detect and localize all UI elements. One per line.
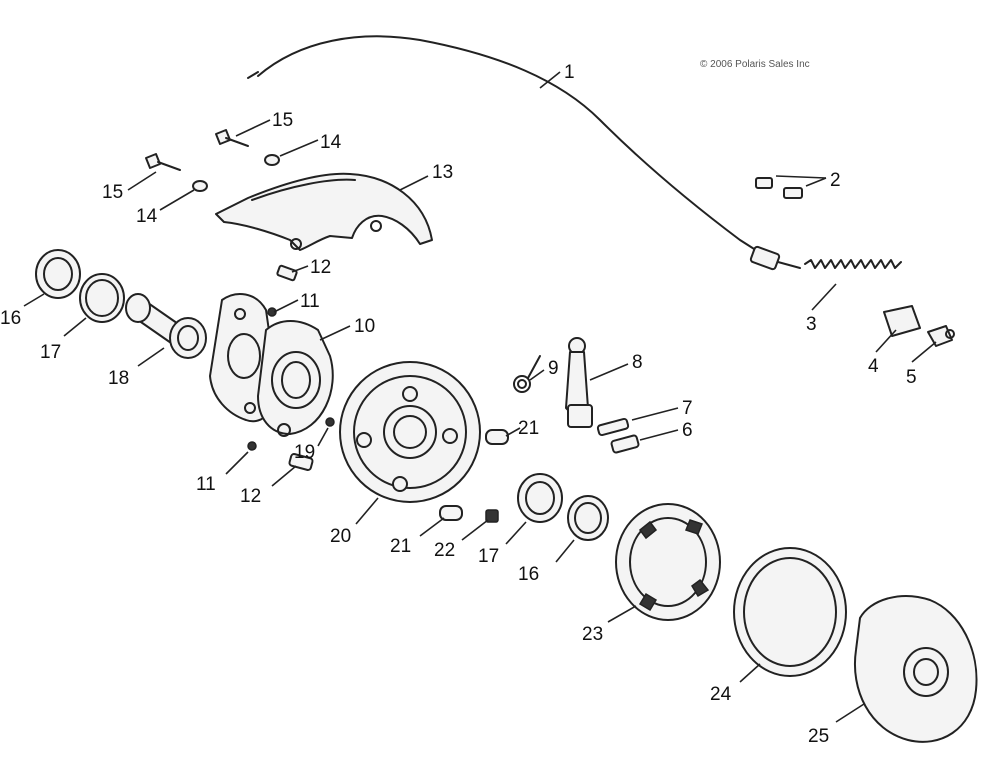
right-seals [517,473,609,541]
callout-4: 4 [868,356,879,377]
callout-22: 22 [434,540,455,561]
drum-ring [733,547,847,677]
callout-15-lower: 15 [102,182,123,203]
callout-11-lower: 11 [196,474,216,495]
brake-shoes [615,503,721,621]
callout-8: 8 [632,352,643,373]
small-spring [485,509,499,523]
callout-23: 23 [582,624,603,645]
washer-plate [883,305,921,337]
callout-16-right: 16 [518,564,539,585]
return-spring [804,259,902,269]
callout-12-lower: 12 [240,486,261,507]
callout-6: 6 [682,420,693,441]
spacer-sleeve [125,293,207,359]
anchor-pins [439,429,509,521]
callout-17-left: 17 [40,342,61,363]
brake-cable [247,35,801,271]
callout-5: 5 [906,367,917,388]
callout-19: 19 [294,442,315,463]
callout-3: 3 [806,314,817,335]
cable-pins [755,177,803,199]
small-nuts [247,307,335,451]
callout-10: 10 [354,316,375,337]
brake-drum [854,595,978,743]
callout-21-lower: 21 [390,536,411,557]
callout-14-lower: 14 [136,206,158,227]
callout-18: 18 [108,368,129,389]
callout-14-upper: 14 [320,132,342,153]
callout-17-right: 17 [478,546,499,567]
callout-15-upper: 15 [272,110,293,131]
callout-21-upper: 21 [518,418,539,439]
cover-bolts [145,129,280,192]
callouts: 1 2 3 4 5 6 7 8 9 10 11 11 12 12 13 14 1… [0,62,917,747]
callout-16-left: 16 [0,308,21,329]
callout-7: 7 [682,398,693,419]
callout-12-upper: 12 [310,257,331,278]
callout-11-upper: 11 [300,291,320,312]
callout-13: 13 [432,162,453,183]
left-seals [35,249,125,323]
adjusting-nut [927,325,955,347]
copyright-notice: © 2006 Polaris Sales Inc [700,59,810,70]
callout-2: 2 [830,170,841,191]
leader-lines [23,71,937,723]
backing-plate [339,361,481,503]
upper-bolt [276,264,298,282]
callout-25: 25 [808,726,829,747]
callout-24: 24 [710,684,732,705]
brake-bracket [209,293,334,437]
arm-bolt [596,417,640,454]
callout-20: 20 [330,526,351,547]
brake-arm [565,337,593,428]
torsion-spring [513,355,541,393]
callout-1: 1 [564,62,575,83]
callout-9: 9 [548,358,559,379]
brake-cover [215,172,433,251]
